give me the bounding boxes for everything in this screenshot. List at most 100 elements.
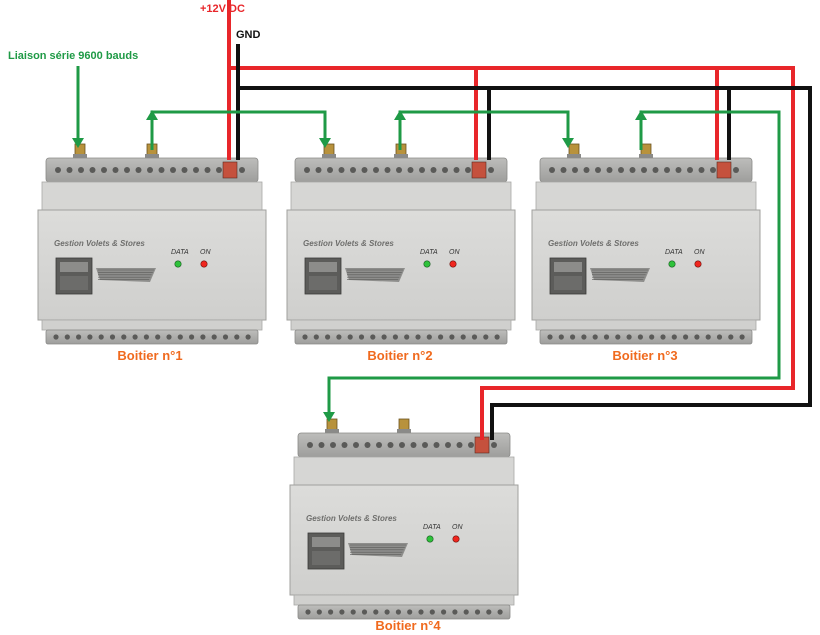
connector-base [145,154,159,158]
arrow-down-icon [323,412,335,422]
terminal-screw [170,167,176,173]
terminal-screw [422,442,428,448]
terminal-screw [710,167,716,173]
arrow-down-icon [562,138,574,148]
keypad-window [312,537,340,547]
serial-link-label: Liaison série 9600 bauds [8,50,138,62]
terminal-screw [327,167,333,173]
panel-title: Gestion Volets & Stores [306,514,397,523]
device-label: Boitier n°4 [375,618,441,633]
terminal-screw [572,167,578,173]
terminal-screw [395,609,401,615]
terminal-screw [341,442,348,448]
terminal-screw [222,334,229,340]
led-data-icon [423,260,431,268]
terminal-screw [474,609,481,615]
terminal-screw [452,609,458,615]
terminal-screw [491,442,497,448]
terminal-screw [592,334,598,340]
keypad-window [309,262,337,272]
terminal-screw [626,334,632,340]
terminal-screw [664,167,670,173]
terminal-screw [558,334,564,340]
terminal-screw [313,334,319,340]
terminal-screw [581,334,587,340]
terminal-screw [87,334,93,340]
arrow-up-icon [146,110,158,120]
terminal-screw [315,167,322,173]
device-label: Boitier n°2 [367,348,432,363]
terminal-screw [330,442,336,448]
terminal-screw [733,167,739,173]
terminal-screw [361,609,368,615]
terminal-screw [483,334,489,340]
terminal-screw [216,167,222,173]
arrow-up-icon [394,110,406,120]
ground-wire [238,86,812,440]
terminal-screw [429,609,435,615]
terminal-screw [189,334,195,340]
power-wire [229,66,795,440]
led-data-label: DATA [423,524,441,531]
connector-base [639,154,653,158]
terminal-screw [204,167,211,173]
terminal-screw [694,334,700,340]
bottom-terminal-strip [539,329,753,345]
terminal-screw [430,167,437,173]
terminal-screw [338,167,345,173]
terminal-screw [698,167,705,173]
connector-base [394,154,408,158]
terminal-screw [675,167,682,173]
connector-base [325,429,339,433]
terminal-screw [121,334,127,340]
led-data-label: DATA [420,249,438,256]
led-on-icon [694,260,702,268]
terminal-screw [739,334,745,340]
terminal-screw [486,609,492,615]
terminal-screw [465,167,471,173]
terminal-screw [410,442,417,448]
terminal-screw [350,609,356,615]
terminal-screw [415,334,421,340]
terminal-screw [618,167,624,173]
led-data-icon [426,535,434,543]
terminal-screw [245,334,251,340]
device-label: Boitier n°1 [117,348,182,363]
terminal-screw [381,334,387,340]
terminal-screw [445,442,451,448]
terminal-screw [305,609,311,615]
terminal-screw [583,167,590,173]
terminal-screw [549,167,555,173]
terminal-screw [364,442,371,448]
arrow-down-icon [72,138,84,148]
led-data-label: DATA [665,249,683,256]
terminal-screw [304,167,310,173]
terminal-screw [404,334,410,340]
led-on-label: ON [694,249,705,256]
terminal-screw [384,167,391,173]
terminal-screw [373,167,379,173]
terminal-screw [641,167,647,173]
terminal-screw [637,334,643,340]
terminal-screw [497,609,503,615]
terminal-screw [158,167,165,173]
terminal-screw [716,334,723,340]
terminal-screw [407,167,414,173]
terminal-screw [384,609,390,615]
case-lower-shoulder [41,319,263,331]
terminal-screw [606,167,613,173]
terminal-screw [336,334,342,340]
power-terminal [222,161,238,179]
terminal-screw [193,167,199,173]
terminal-screw [53,334,59,340]
terminal-screw [370,334,376,340]
led-on-label: ON [200,249,211,256]
terminal-screw [471,334,478,340]
power-terminal [471,161,487,179]
terminal-screw [132,334,138,340]
terminal-screw [419,167,425,173]
terminal-screw [547,334,553,340]
terminal-screw [460,334,466,340]
